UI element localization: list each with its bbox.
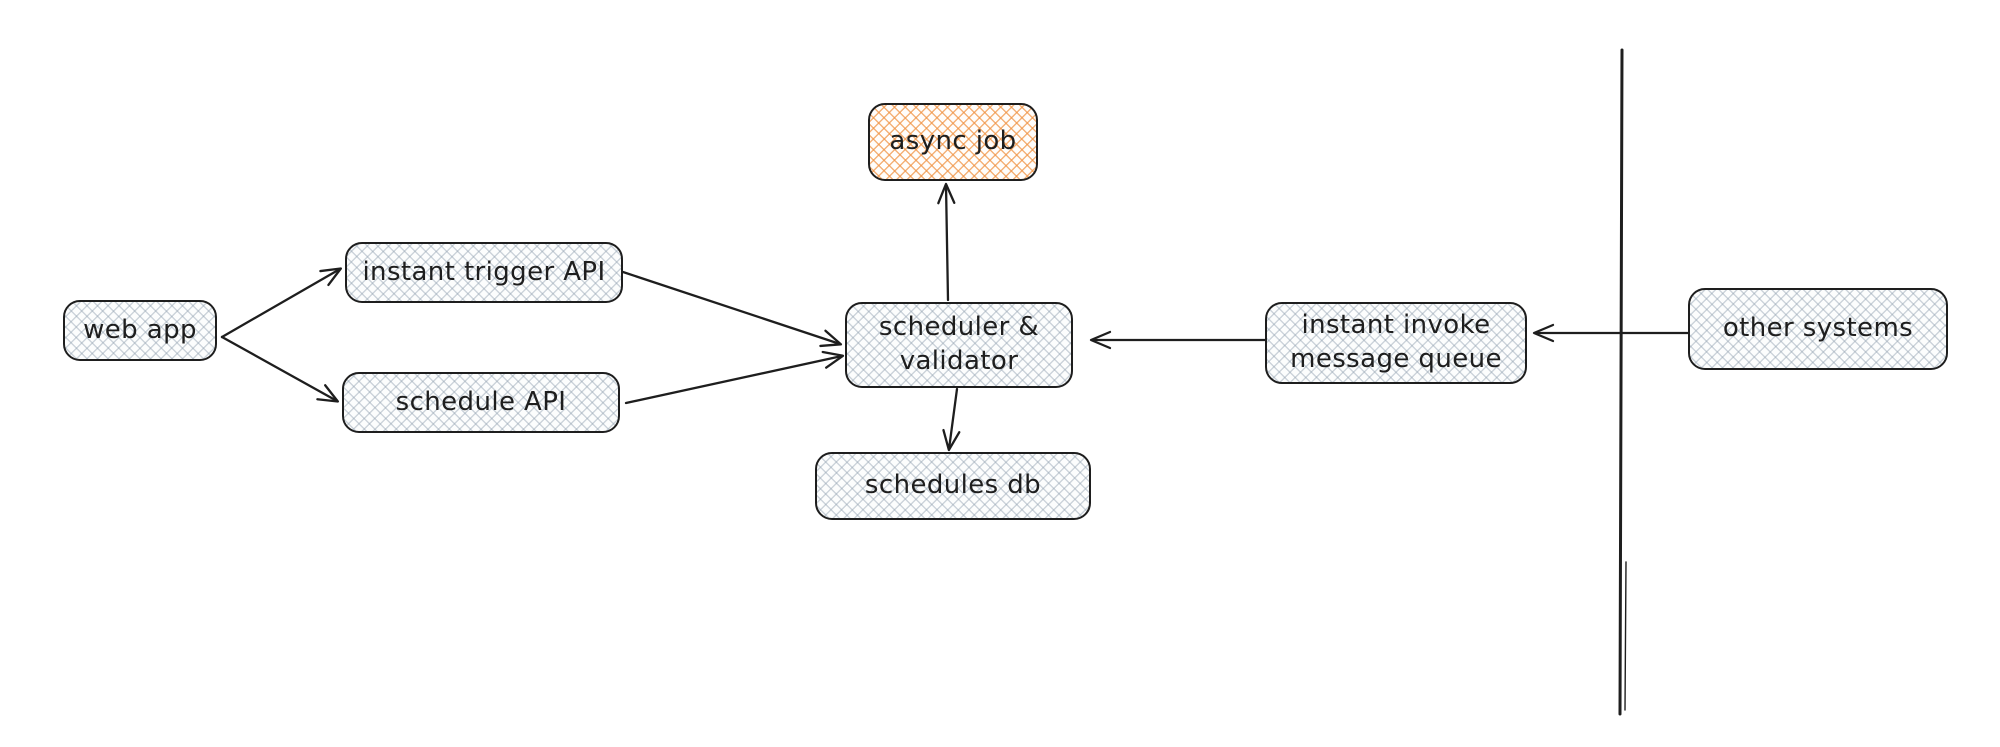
edge-instant-trigger-api-to-scheduler: [621, 270, 843, 348]
edge-web-app-to-instant-trigger-api: [220, 267, 343, 339]
node-schedules-db[interactable]: schedules db: [815, 452, 1091, 520]
node-instant-trigger-api-label: instant trigger API: [362, 256, 606, 287]
node-instant-trigger-api[interactable]: instant trigger API: [345, 242, 623, 303]
system-boundary-line: [1618, 48, 1624, 716]
edge-scheduler-to-schedules-db: [942, 387, 961, 452]
node-instant-invoke-message-queue[interactable]: instant invoke message queue: [1265, 302, 1527, 384]
node-schedules-db-label: schedules db: [864, 470, 1042, 501]
node-web-app[interactable]: web app: [63, 300, 217, 361]
node-async-job-label: async job: [889, 126, 1017, 157]
node-instant-invoke-message-queue-label: instant invoke message queue: [1290, 310, 1502, 374]
node-scheduler-validator[interactable]: scheduler & validator: [845, 302, 1073, 388]
edge-scheduler-to-async-job: [937, 182, 956, 302]
system-boundary-line-overdraw: [1624, 561, 1627, 711]
edge-web-app-to-schedule-api: [220, 335, 340, 403]
node-other-systems-label: other systems: [1722, 313, 1914, 344]
edge-schedule-api-to-scheduler: [624, 350, 845, 405]
node-async-job[interactable]: async job: [868, 103, 1038, 181]
node-scheduler-validator-label: scheduler & validator: [878, 312, 1040, 376]
node-schedule-api-label: schedule API: [395, 386, 567, 417]
node-schedule-api[interactable]: schedule API: [342, 372, 620, 433]
node-web-app-label: web app: [83, 314, 197, 345]
node-other-systems[interactable]: other systems: [1688, 288, 1948, 370]
